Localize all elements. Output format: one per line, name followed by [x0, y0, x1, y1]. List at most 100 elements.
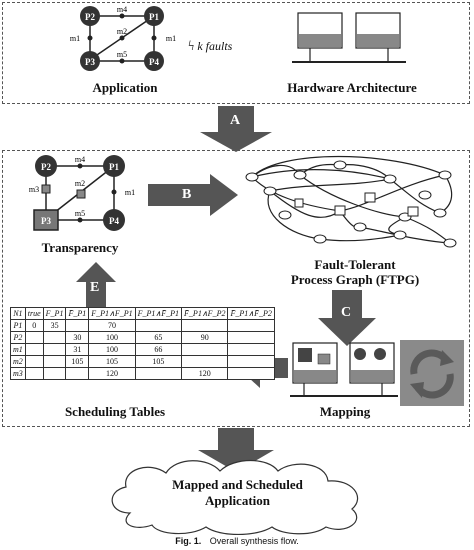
arrow-a-label: A	[230, 113, 241, 128]
top-panel	[2, 2, 470, 104]
t-node-p3	[33, 209, 59, 231]
table-row: m3 120 120	[10, 367, 275, 380]
node-p2	[80, 6, 100, 26]
table-cell: 105	[88, 355, 136, 368]
table-cell	[227, 331, 275, 344]
application-label: Application	[92, 80, 158, 95]
svg-text:m4: m4	[117, 5, 127, 14]
svg-text:P3: P3	[41, 216, 51, 226]
table-cell: 100	[88, 331, 136, 344]
arrow-a	[200, 106, 272, 152]
table-cell	[24, 367, 44, 380]
node-p1	[144, 6, 164, 26]
t-node-p4	[103, 209, 125, 231]
arrow-e	[76, 262, 116, 308]
svg-text:P4: P4	[149, 57, 159, 67]
lightning-icon: ϟ	[188, 39, 195, 54]
figure-caption: Fig. 1. Overall synthesis flow.	[0, 536, 474, 546]
svg-text:P2: P2	[41, 162, 51, 172]
table-cell	[24, 331, 44, 344]
svg-text:m5: m5	[75, 209, 85, 218]
svg-text:m2: m2	[117, 27, 127, 36]
svg-text:P1: P1	[109, 162, 119, 172]
table-cell	[24, 355, 44, 368]
table-cell: 31	[65, 343, 90, 356]
svg-text:m3: m3	[29, 185, 39, 194]
table-header-row: N1 true F_P1 F̄_P1 F_P1∧F_P1 F_P1∧F̄_P1 …	[10, 307, 275, 320]
output-cloud	[111, 460, 358, 535]
table-cell	[227, 355, 275, 368]
table-cell: 100	[88, 343, 136, 356]
process-panel	[2, 150, 470, 427]
ftpg-label-line2: Process Graph (FTPG)	[290, 272, 420, 287]
faults-label: k faults	[197, 39, 233, 53]
t-node-p2	[35, 155, 57, 177]
cycle-icon	[410, 349, 454, 399]
table-cell: 120	[181, 367, 229, 380]
table-cell	[42, 331, 67, 344]
output-label-line1: Mapped and Scheduled	[172, 477, 303, 492]
table-cell: P2	[10, 331, 26, 344]
table-cell: 90	[181, 331, 229, 344]
col-header: F̄_P1∧F̄_P2	[227, 307, 275, 320]
table-cell	[42, 343, 67, 356]
faults-indicator: ϟ k faults	[188, 39, 232, 55]
table-cell	[227, 319, 275, 332]
caption-fig: Fig. 1.	[175, 536, 202, 546]
node-p3	[80, 51, 100, 71]
mapping-hardware	[290, 342, 398, 397]
table-row: P2 30 100 65 90	[10, 331, 275, 344]
col-header: F_P1∧F̄_P1	[134, 307, 183, 320]
svg-text:P2: P2	[85, 12, 95, 22]
transparency-graph: P2 P1 P3 P4 m4 m3 m2 m1 m5	[29, 155, 135, 231]
scheduling-table: N1 true F_P1 F̄_P1 F_P1∧F_P1 F_P1∧F̄_P1 …	[10, 307, 275, 380]
table-cell: 35	[42, 319, 67, 332]
table-cell	[227, 367, 275, 380]
table-cell	[65, 367, 90, 380]
col-header: true	[24, 307, 44, 320]
table-cell	[181, 355, 229, 368]
table-cell: P1	[10, 319, 26, 332]
table-cell: 105	[134, 355, 183, 368]
svg-text:m2: m2	[75, 179, 85, 188]
svg-text:m1: m1	[70, 34, 80, 43]
application-graph: P2 P1 P3 P4 m4 m1 m2 m1 m5	[70, 5, 176, 71]
svg-text:P1: P1	[149, 12, 159, 22]
table-cell: 65	[134, 331, 183, 344]
table-cell	[227, 343, 275, 356]
mapping-label: Mapping	[319, 404, 371, 419]
table-cell	[42, 367, 67, 380]
table-row: m2 105 105 105	[10, 355, 275, 368]
table-cell	[134, 319, 183, 332]
table-cell: m3	[10, 367, 26, 380]
mapping-image	[400, 340, 464, 406]
caption-text: Overall synthesis flow.	[209, 536, 299, 546]
table-cell: 120	[88, 367, 136, 380]
arrow-e-label: E	[90, 280, 100, 295]
table-row: P1 0 35 70	[10, 319, 275, 332]
svg-text:P3: P3	[85, 57, 95, 67]
svg-text:m5: m5	[117, 50, 127, 59]
svg-text:m1: m1	[166, 34, 176, 43]
table-cell	[65, 319, 90, 332]
ftpg-label-line1: Fault-Tolerant	[314, 257, 396, 272]
table-cell: 70	[88, 319, 136, 332]
table-row: m1 31 100 66	[10, 343, 275, 356]
table-cell: m2	[10, 355, 26, 368]
ftpg-graph	[245, 155, 457, 248]
table-cell	[24, 343, 44, 356]
table-cell	[42, 355, 67, 368]
hardware-label: Hardware Architecture	[287, 80, 417, 95]
svg-text:m1: m1	[125, 188, 135, 197]
svg-text:m4: m4	[75, 155, 85, 164]
transparency-label: Transparency	[41, 240, 119, 255]
table-cell: 0	[24, 319, 44, 332]
output-label-line2: Application	[204, 493, 270, 508]
table-cell: m1	[10, 343, 26, 356]
table-cell: 105	[65, 355, 90, 368]
arrow-b-label: B	[182, 187, 192, 202]
table-cell	[181, 343, 229, 356]
arrow-c-label: C	[341, 305, 352, 320]
t-node-p1	[103, 155, 125, 177]
table-cell: 30	[65, 331, 90, 344]
